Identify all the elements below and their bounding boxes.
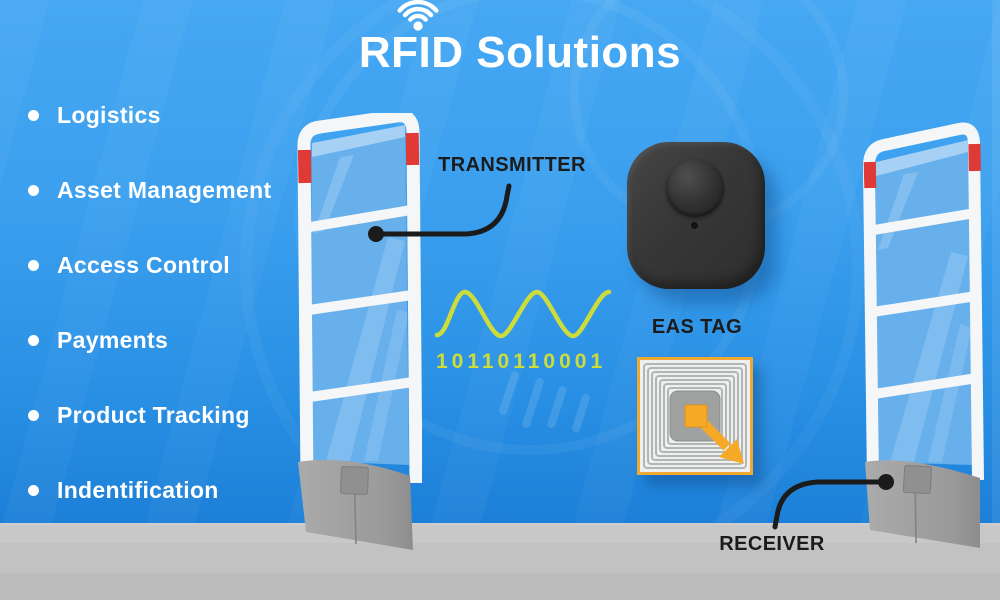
list-item: Logistics	[28, 78, 271, 153]
bullet-icon	[28, 260, 39, 271]
receiver-leader-line	[772, 479, 889, 530]
eas-tag-pinhole	[691, 222, 698, 229]
list-item-label: Payments	[57, 327, 169, 353]
list-item-label: Indentification	[57, 477, 219, 503]
bullet-icon	[28, 410, 39, 421]
list-item: Indentification	[28, 453, 271, 528]
bullet-icon	[28, 485, 39, 496]
binary-signal-text: 10110110001	[436, 350, 607, 373]
edge-highlight	[992, 0, 1000, 523]
list-item-label: Access Control	[57, 252, 230, 278]
rfid-coil-icon	[637, 357, 753, 475]
eas-tag-illustration	[627, 142, 765, 289]
page-title: RFID Solutions	[358, 28, 682, 77]
list-item: Product Tracking	[28, 378, 271, 453]
transmitter-anchor-dot	[368, 226, 384, 242]
eas-tag-label: EAS TAG	[651, 316, 743, 338]
eas-tag-dome	[666, 159, 724, 217]
list-item: Payments	[28, 303, 271, 378]
bullet-icon	[28, 185, 39, 196]
list-item-label: Logistics	[57, 102, 161, 128]
receiver-label: RECEIVER	[719, 533, 825, 555]
rfid-sticker-illustration	[637, 357, 753, 475]
bullet-icon	[28, 110, 39, 121]
list-item: Access Control	[28, 228, 271, 303]
list-item-label: Asset Management	[57, 177, 272, 203]
sine-wave-icon	[434, 289, 612, 339]
floor	[0, 523, 1000, 600]
transmitter-label: TRANSMITTER	[438, 154, 586, 176]
wifi-icon	[397, 0, 439, 31]
receiver-anchor-dot	[878, 474, 894, 490]
bullet-icon	[28, 335, 39, 346]
transmitter-leader-line	[373, 183, 512, 237]
list-item-label: Product Tracking	[57, 402, 250, 428]
applications-list: Logistics Asset Management Access Contro…	[28, 78, 271, 528]
list-item: Asset Management	[28, 153, 271, 228]
